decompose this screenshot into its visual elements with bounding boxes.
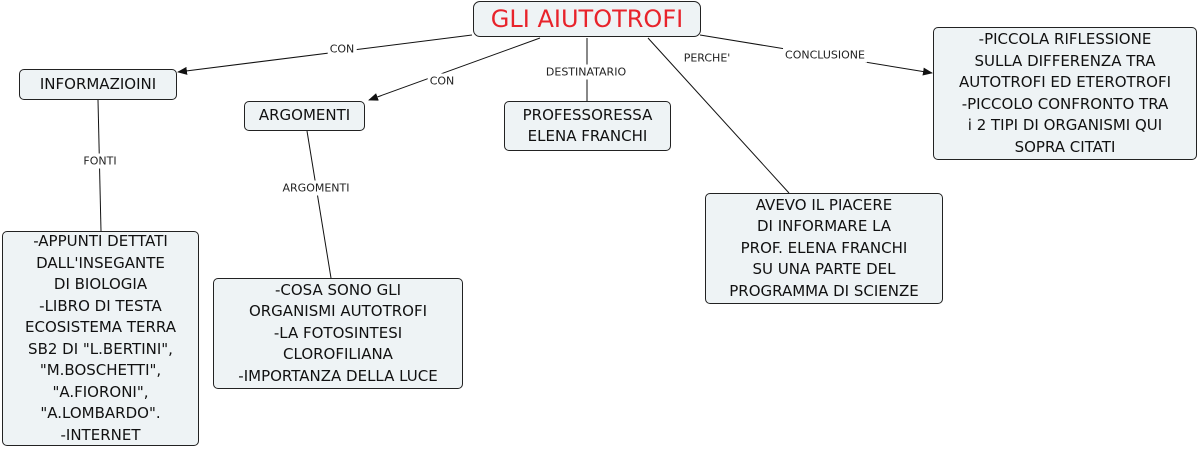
- edge-label-con-1: CON: [327, 41, 357, 57]
- edge-label-destinatario: DESTINATARIO: [543, 64, 629, 80]
- argomenti-list-node[interactable]: -COSA SONO GLI ORGANISMI AUTOTROFI -LA F…: [213, 278, 463, 389]
- edge-label-fonti: FONTI: [81, 153, 119, 169]
- informazioni-node[interactable]: INFORMAZIOINI: [19, 69, 177, 100]
- edge-con-argomenti: [368, 37, 541, 101]
- edge-con-informazioni: [177, 34, 473, 75]
- destinatario-node[interactable]: PROFESSORESSA ELENA FRANCHI: [504, 101, 671, 151]
- argomenti-node[interactable]: ARGOMENTI: [244, 101, 365, 131]
- perche-node[interactable]: AVEVO IL PIACERE DI INFORMARE LA PROF. E…: [705, 193, 943, 304]
- edge-perche: [647, 37, 790, 194]
- edge-label-perche: PERCHE': [681, 50, 733, 66]
- root-topic-node[interactable]: GLI AIUTOTROFI: [473, 1, 701, 37]
- edge-label-conclusione: CONCLUSIONE: [783, 47, 867, 63]
- conclusione-node[interactable]: -PICCOLA RIFLESSIONE SULLA DIFFERENZA TR…: [933, 27, 1197, 160]
- edge-argomenti: [306, 130, 332, 279]
- edge-label-con-2: CON: [427, 73, 457, 89]
- edge-label-argomenti: ARGOMENTI: [280, 180, 352, 196]
- fonti-node[interactable]: -APPUNTI DETTATI DALL'INSEGANTE DI BIOLO…: [2, 231, 199, 446]
